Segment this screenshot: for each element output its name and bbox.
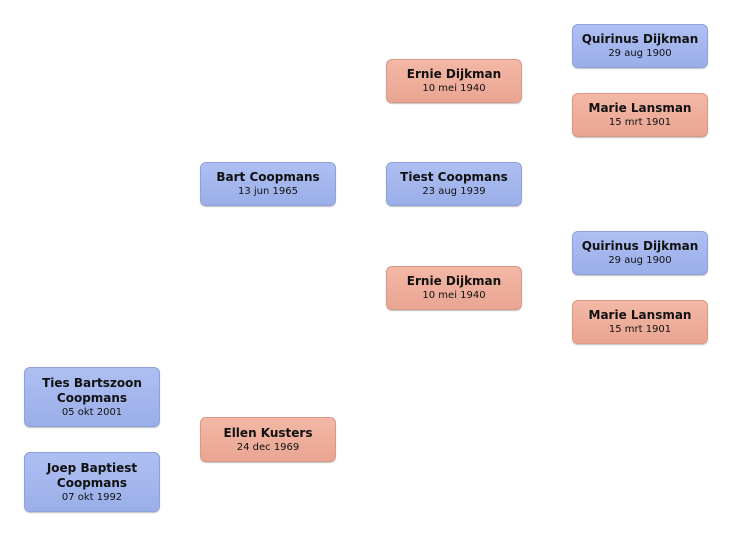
person-name: Bart Coopmans xyxy=(216,170,320,184)
person-name: Ties Bartszoon Coopmans xyxy=(42,375,142,405)
person-card-marie-2[interactable]: Marie Lansman 15 mrt 1901 xyxy=(572,300,708,344)
person-birth-date: 24 dec 1969 xyxy=(236,441,300,453)
person-name: Marie Lansman xyxy=(588,308,692,322)
person-birth-date: 29 aug 1900 xyxy=(608,255,672,266)
person-birth-date: 13 jun 1965 xyxy=(238,186,298,197)
person-card-ernie-2[interactable]: Ernie Dijkman 10 mei 1940 xyxy=(386,266,522,310)
person-card-marie-1[interactable]: Marie Lansman 15 mrt 1901 xyxy=(572,93,708,137)
person-name: Ernie Dijkman xyxy=(406,274,502,288)
person-name: Joep Baptiest Coopmans xyxy=(46,460,138,490)
person-birth-date: 07 okt 1992 xyxy=(61,491,123,503)
person-card-quirinus-1[interactable]: Quirinus Dijkman 29 aug 1900 xyxy=(572,24,708,68)
person-birth-date: 10 mei 1940 xyxy=(422,83,486,94)
person-birth-date: 15 mrt 1901 xyxy=(608,117,672,128)
person-name: Quirinus Dijkman xyxy=(581,32,699,46)
person-name: Tiest Coopmans xyxy=(400,170,508,184)
person-card-ellen[interactable]: Ellen Kusters 24 dec 1969 xyxy=(200,417,336,462)
person-birth-date: 15 mrt 1901 xyxy=(608,324,672,335)
person-birth-date: 23 aug 1939 xyxy=(422,186,486,197)
person-card-tiest[interactable]: Tiest Coopmans 23 aug 1939 xyxy=(386,162,522,206)
person-name: Ernie Dijkman xyxy=(406,67,502,81)
person-card-bart[interactable]: Bart Coopmans 13 jun 1965 xyxy=(200,162,336,206)
person-birth-date: 10 mei 1940 xyxy=(422,290,486,301)
person-birth-date: 05 okt 2001 xyxy=(61,406,123,418)
person-name: Quirinus Dijkman xyxy=(581,239,699,253)
person-name: Ellen Kusters xyxy=(223,425,313,440)
person-name: Marie Lansman xyxy=(588,101,692,115)
person-card-ties[interactable]: Ties Bartszoon Coopmans 05 okt 2001 xyxy=(24,367,160,427)
person-card-joep[interactable]: Joep Baptiest Coopmans 07 okt 1992 xyxy=(24,452,160,512)
person-card-ernie-1[interactable]: Ernie Dijkman 10 mei 1940 xyxy=(386,59,522,103)
person-birth-date: 29 aug 1900 xyxy=(608,48,672,59)
person-card-quirinus-2[interactable]: Quirinus Dijkman 29 aug 1900 xyxy=(572,231,708,275)
